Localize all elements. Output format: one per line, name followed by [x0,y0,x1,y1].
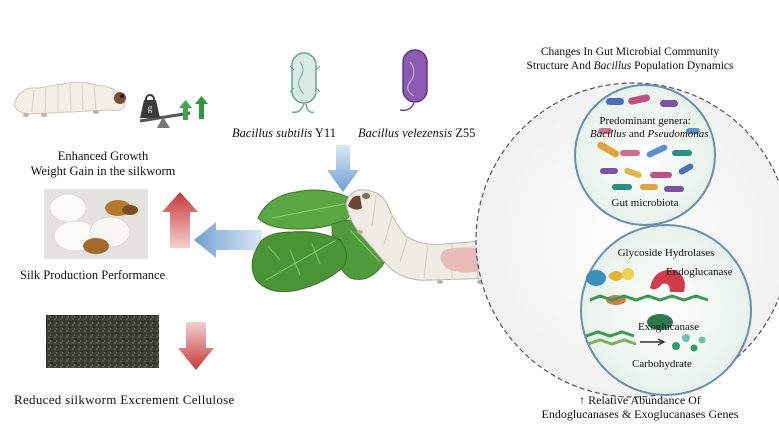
subtilis-species: Bacillus subtilis [232,126,313,140]
growth-caption: Enhanced Growth Weight Gain in the silkw… [28,149,178,179]
predominant-genera-label: Predominant genera: Bacillus and Pseudom… [590,115,709,140]
decrease-arrow-icon [178,322,214,370]
input-arrow-icon [327,145,359,192]
endoglucanase-label: Endoglucanase [666,266,733,278]
velezensis-label: Bacillus velezensis Z55 [358,126,475,141]
increase-arrow-icon [162,192,198,248]
abundance-line-1: ↑ Relative Abundance Of [579,393,701,407]
exoglucanase-label: Exoglucanase [638,321,700,333]
enzyme-circle [580,224,752,396]
subtilis-label: Bacillus subtilis Y11 [232,126,336,141]
carbohydrate-label: Carbohydrate [632,358,692,370]
cocoon-photo [44,189,148,259]
glycoside-hydrolases-label: Glycoside Hydrolases [617,247,715,259]
growing-silkworm-icon [13,81,126,117]
output-arrow-icon [194,222,262,258]
growth-line-1: Enhanced Growth [57,149,149,163]
abundance-caption: ↑ Relative Abundance Of Endoglucanases &… [510,393,770,421]
bacillus-subtilis-icon [289,52,321,114]
subtilis-strain: Y11 [314,126,336,140]
velezensis-strain: Z55 [455,126,476,140]
velezensis-species: Bacillus velezensis [358,126,453,140]
excrement-photo [46,315,159,368]
excrement-label: Reduced silkworm Excrement Cellulose [14,392,235,407]
community-title-line-1: Changes In Gut Microbial Community [540,46,720,58]
growth-line-2: Weight Gain in the silkworm [30,164,176,178]
cellulose-hydrolysis-icon [585,268,709,352]
bacillus-velezensis-icon [399,49,428,112]
bacteria-cluster-icon [597,94,700,192]
gut-microbiota-label: Gut microbiota [611,197,679,209]
community-title-line-2: Structure And Bacillus Population Dynami… [526,60,734,72]
weighing-scale-icon [139,94,191,128]
abundance-line-2: Endoglucanases & Exoglucanases Genes [541,407,739,421]
growth-up-arrows-icon [179,96,208,120]
silk-production-label: Silk Production Performance [20,268,166,282]
weight-unit: g [147,103,153,113]
community-title: Changes In Gut Microbial Community Struc… [500,45,760,73]
